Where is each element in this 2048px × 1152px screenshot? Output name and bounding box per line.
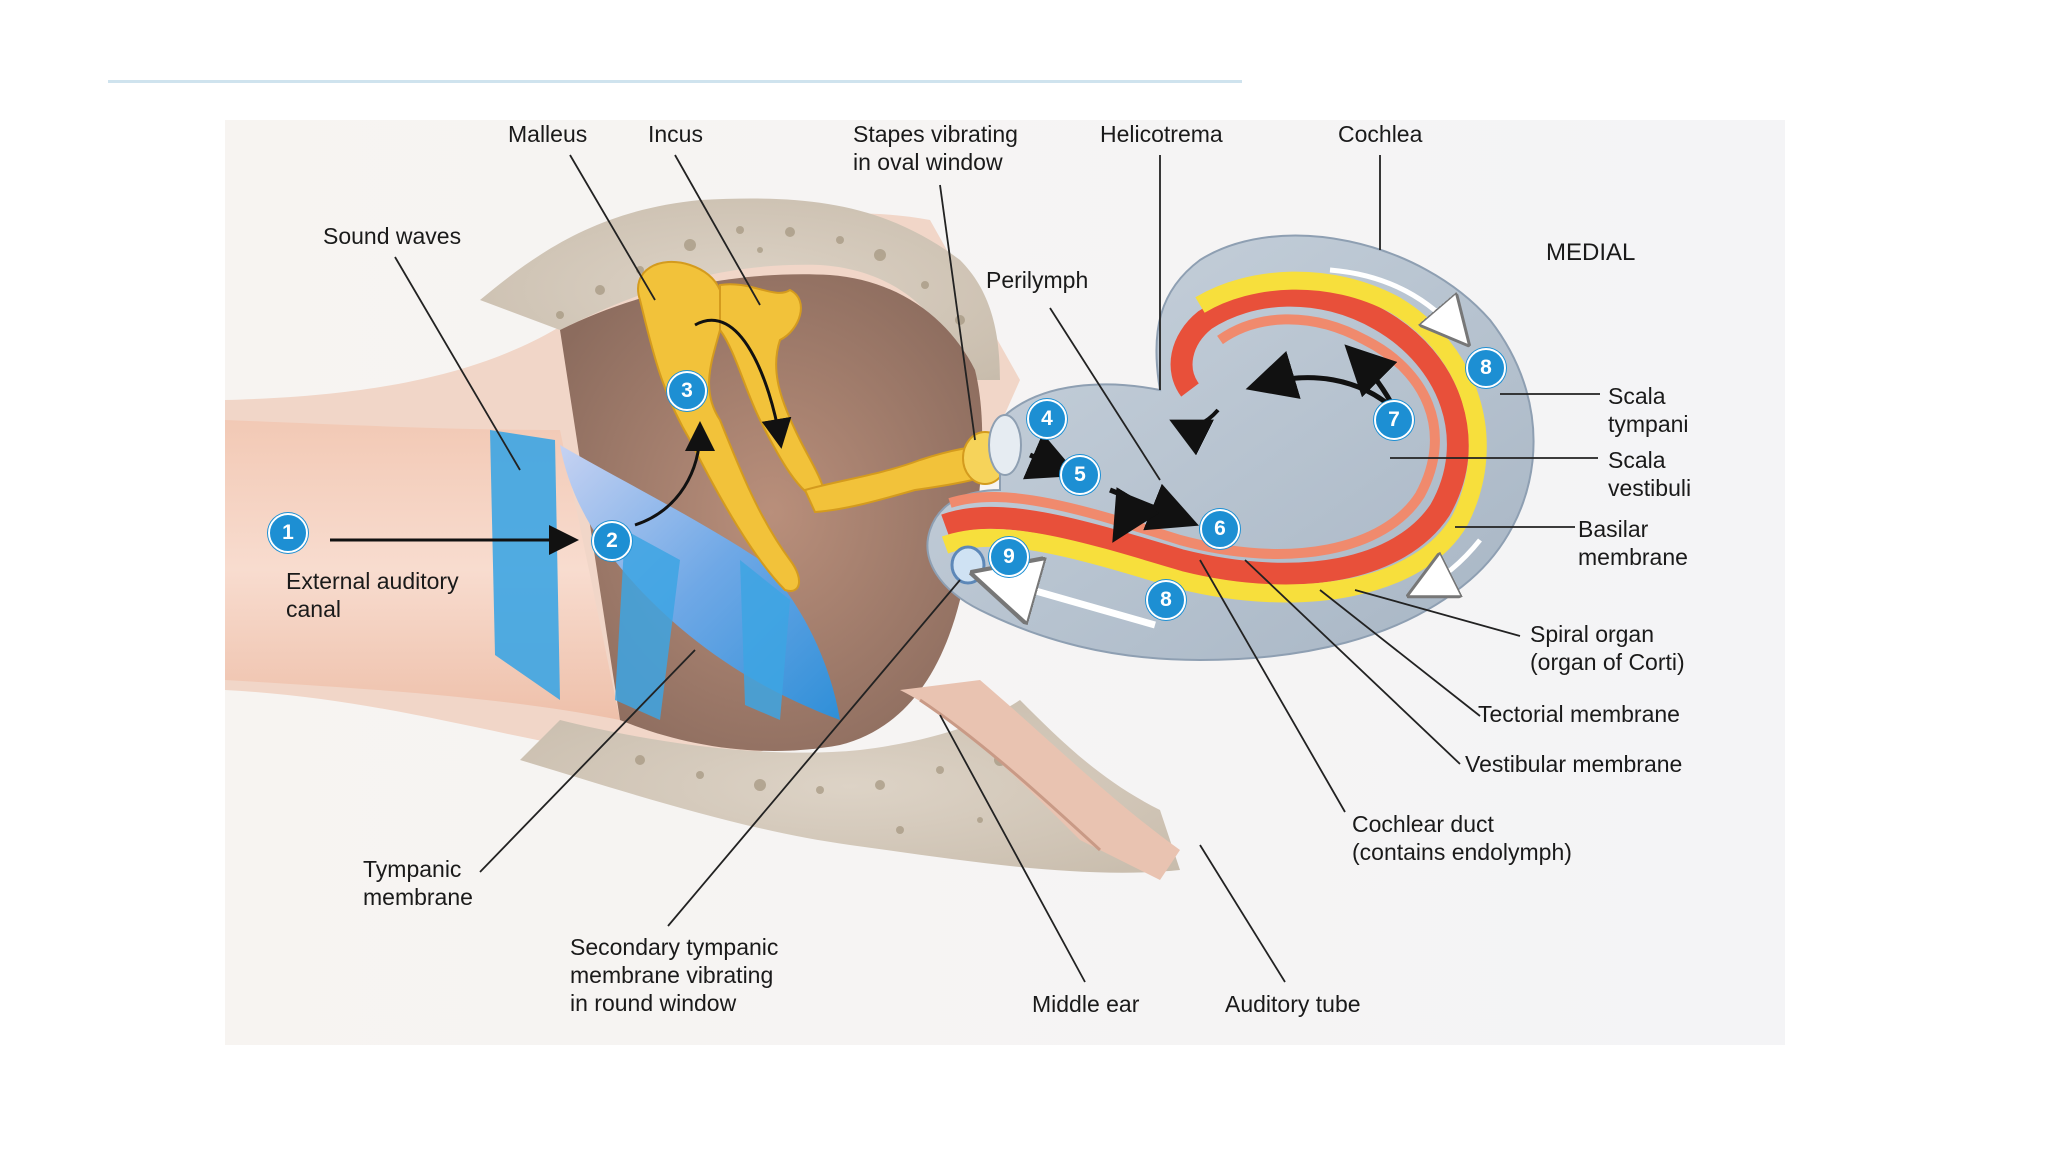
label-perilymph: Perilymph bbox=[986, 267, 1089, 293]
flow-arrow-basilar bbox=[1112, 487, 1160, 543]
canal-wave-1 bbox=[490, 430, 560, 700]
flow-arrow-8-top bbox=[1329, 267, 1460, 335]
label-external-auditory-canal: External auditory canal bbox=[286, 568, 459, 622]
flow-arrow-4-5 bbox=[1022, 433, 1079, 480]
label-basilar-membrane: Basilar membrane bbox=[1578, 516, 1688, 570]
step-badge-5: 5 bbox=[1060, 455, 1100, 495]
label-sound-waves: Sound waves bbox=[323, 223, 462, 249]
step-badge-9: 9 bbox=[989, 537, 1029, 577]
label-tectorial-membrane: Tectorial membrane bbox=[1478, 701, 1680, 727]
ossicle-arrow-3 bbox=[694, 318, 792, 449]
label-cochlear-duct: Cochlear duct (contains endolymph) bbox=[1352, 811, 1572, 865]
label-cochlea: Cochlea bbox=[1338, 121, 1423, 147]
auditory-tube bbox=[900, 680, 1180, 880]
step-badge-7: 7 bbox=[1374, 400, 1414, 440]
step-badge-4: 4 bbox=[1027, 399, 1067, 439]
label-scala-tympani: Scala tympani bbox=[1608, 383, 1689, 437]
label-scala-vestibuli: Scala vestibuli bbox=[1608, 447, 1692, 501]
flow-arrow-8-bottom bbox=[990, 578, 1156, 629]
label-medial: MEDIAL bbox=[1546, 239, 1636, 266]
label-stapes: Stapes vibrating in oval window bbox=[853, 121, 1018, 175]
leader-lines bbox=[394, 154, 1600, 983]
label-helicotrema: Helicotrema bbox=[1100, 121, 1223, 147]
step-badge-8-lower: 8 bbox=[1146, 580, 1186, 620]
step-badge-8-upper: 8 bbox=[1466, 348, 1506, 388]
top-divider bbox=[108, 80, 1242, 83]
label-malleus: Malleus bbox=[508, 121, 588, 147]
label-middle-ear: Middle ear bbox=[1032, 991, 1140, 1017]
cochlea bbox=[926, 234, 1535, 662]
step-badge-3: 3 bbox=[667, 371, 707, 411]
label-tympanic-membrane: Tympanic membrane bbox=[363, 856, 473, 910]
label-secondary-tympanic-membrane: Secondary tympanic membrane vibrating in… bbox=[570, 934, 779, 1016]
label-spiral-organ: Spiral organ (organ of Corti) bbox=[1530, 621, 1685, 675]
step-badge-1: 1 bbox=[268, 513, 308, 553]
temporal-bone-upper bbox=[480, 198, 1000, 380]
flow-arrow-7 bbox=[1245, 351, 1397, 412]
ossicle-arrow-2-3 bbox=[634, 421, 715, 527]
label-incus: Incus bbox=[648, 121, 703, 147]
step-badge-2: 2 bbox=[592, 521, 632, 561]
step-badge-6: 6 bbox=[1200, 509, 1240, 549]
label-vestibular-membrane: Vestibular membrane bbox=[1465, 751, 1683, 777]
label-auditory-tube: Auditory tube bbox=[1225, 991, 1361, 1017]
